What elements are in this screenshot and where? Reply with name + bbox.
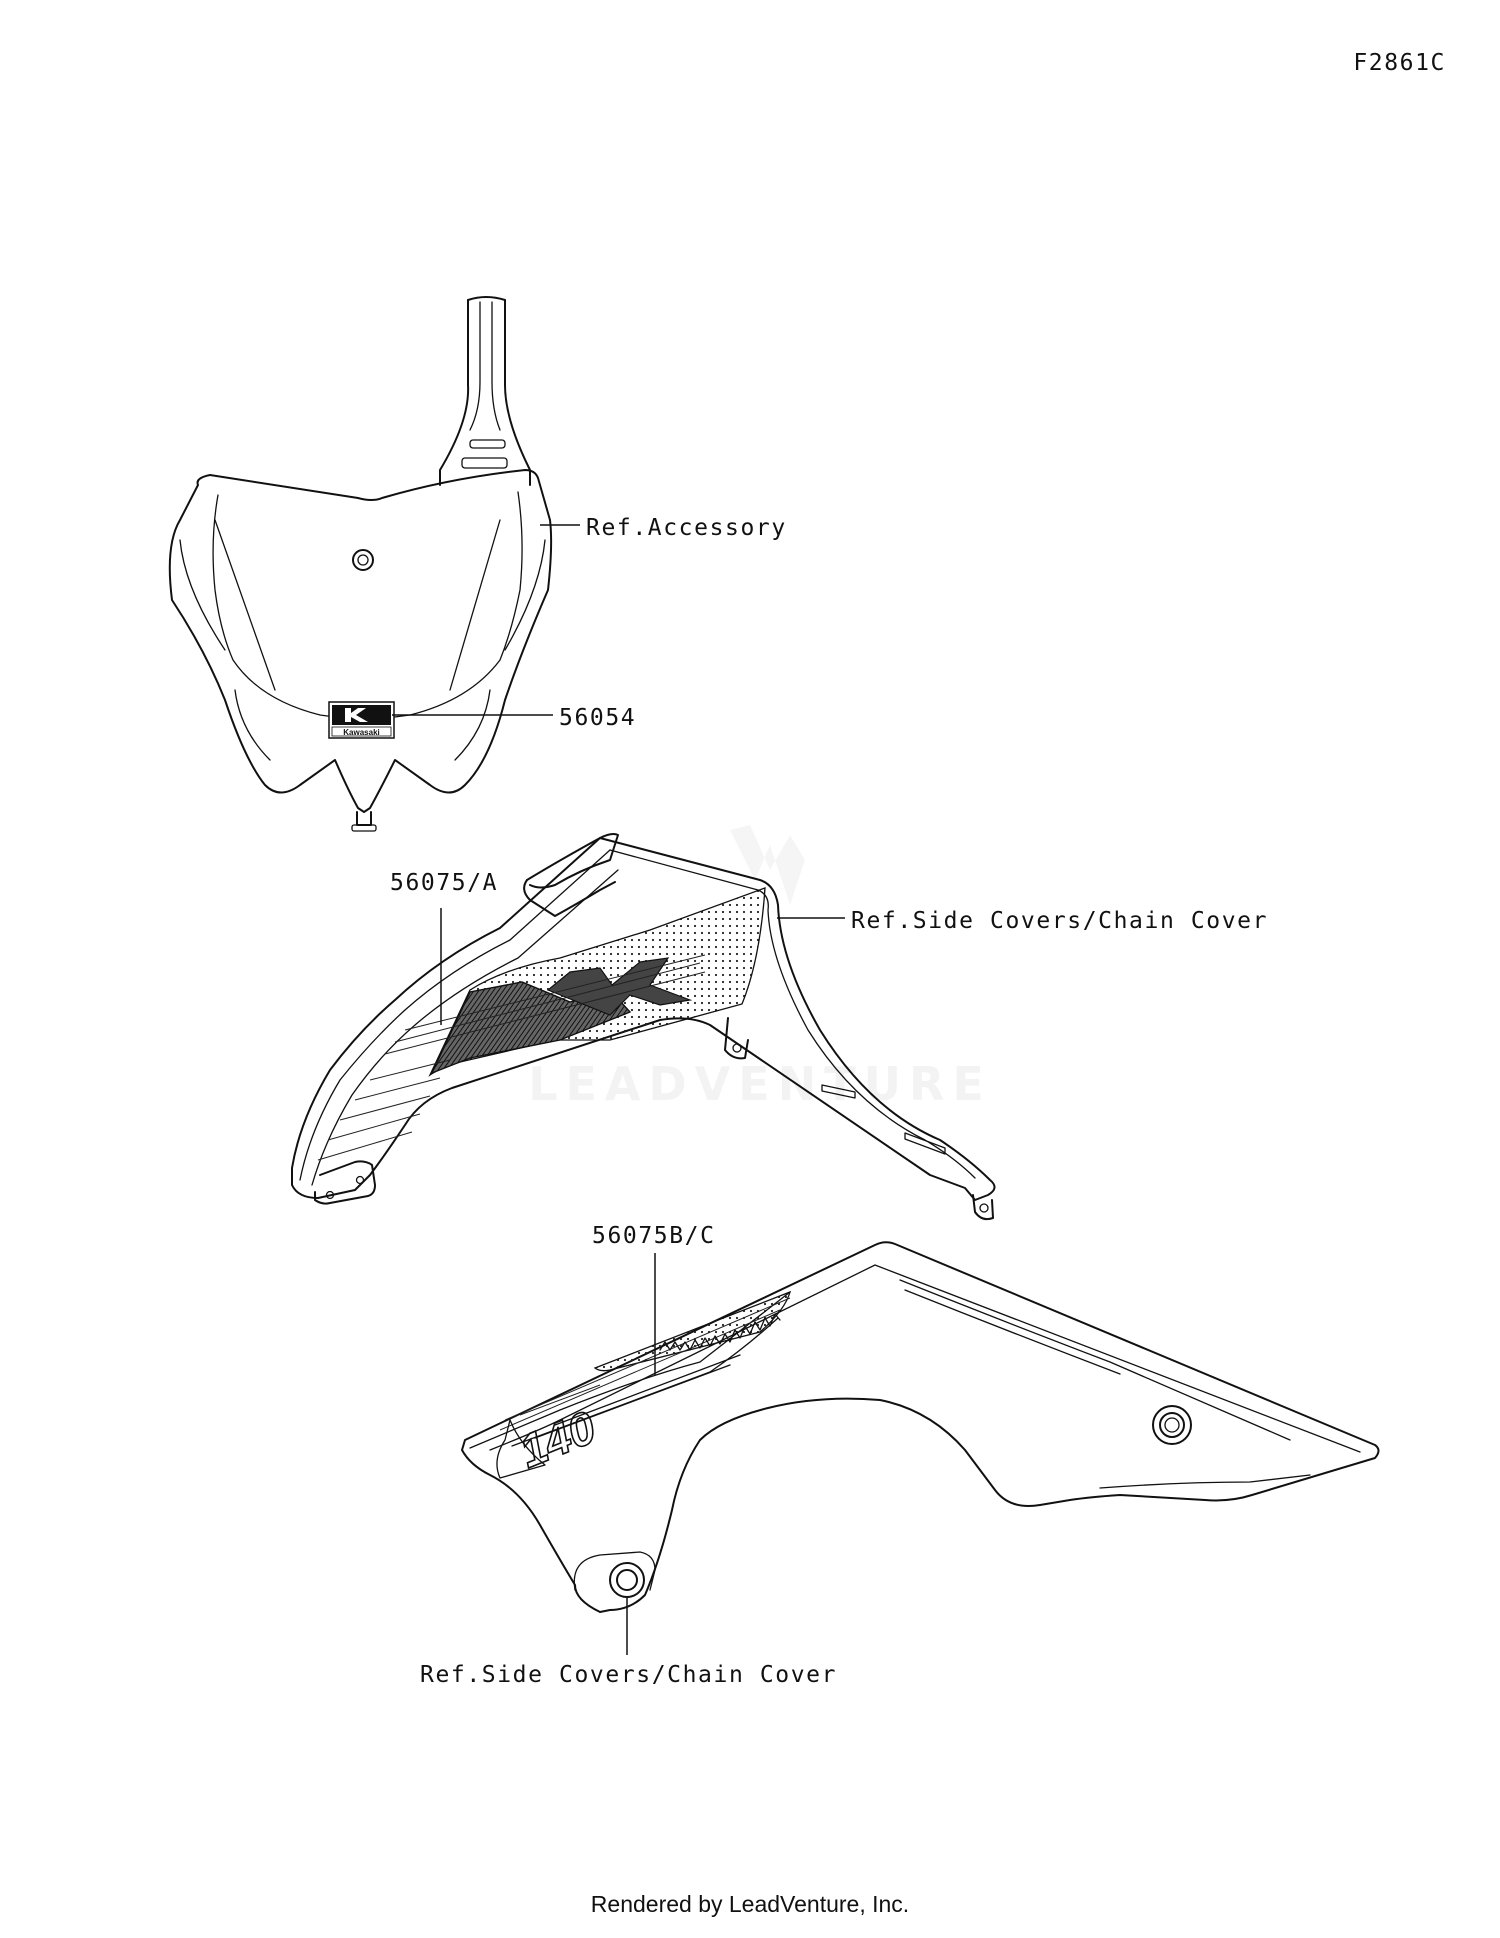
part-number-56054: 56054 xyxy=(559,705,636,731)
radiator-shroud-upper xyxy=(291,833,996,1221)
watermark-logo: LEADVENTURE xyxy=(528,825,992,1111)
ref-accessory-label: Ref.Accessory xyxy=(586,515,787,541)
diagram-code: F2861C xyxy=(1353,50,1446,76)
watermark-text: LEADVENTURE xyxy=(528,1057,992,1111)
part-number-56075a: 56075/A xyxy=(390,870,498,896)
shroud-number-decal: 140 xyxy=(496,1400,604,1479)
ref-side-covers-lower-label: Ref.Side Covers/Chain Cover xyxy=(420,1662,837,1688)
kawasaki-decal: Kawasaki xyxy=(328,701,395,739)
kawasaki-decal-text: Kawasaki xyxy=(343,728,379,737)
part-number-56075bc: 56075B/C xyxy=(592,1223,716,1249)
ref-side-covers-upper-label: Ref.Side Covers/Chain Cover xyxy=(851,908,1268,934)
footer-credit: Rendered by LeadVenture, Inc. xyxy=(591,1891,909,1917)
front-number-plate: Kawasaki xyxy=(168,296,553,832)
radiator-shroud-lower: 140 xyxy=(461,1241,1380,1655)
